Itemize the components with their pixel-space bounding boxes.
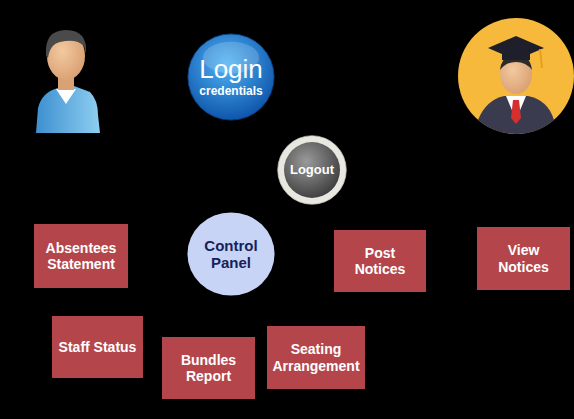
- login-button: Logincredentials: [187, 33, 275, 121]
- node-label: Login: [199, 55, 263, 85]
- user-icon: [36, 30, 100, 133]
- process-box: Seating Arrangement: [267, 326, 364, 389]
- student-icon: [458, 18, 574, 134]
- node-label: Staff Status: [59, 339, 137, 355]
- node-label: Absentees Statement: [38, 240, 124, 272]
- process-box: Post Notices: [334, 230, 426, 292]
- process-box: Bundles Report: [162, 337, 255, 399]
- node-label: Bundles Report: [166, 352, 251, 384]
- node-sublabel: credentials: [199, 85, 262, 99]
- node-label: Logout: [290, 163, 334, 178]
- process-box: Staff Status: [52, 316, 143, 378]
- control-panel: Control Panel: [187, 212, 275, 296]
- node-label: Post Notices: [338, 245, 422, 277]
- process-box: Absentees Statement: [34, 224, 128, 288]
- logout-button: Logout: [277, 135, 347, 205]
- node-label: Control Panel: [196, 237, 266, 272]
- node-label: Seating Arrangement: [271, 341, 360, 373]
- node-label: View Notices: [481, 242, 566, 274]
- process-box: View Notices: [477, 227, 570, 290]
